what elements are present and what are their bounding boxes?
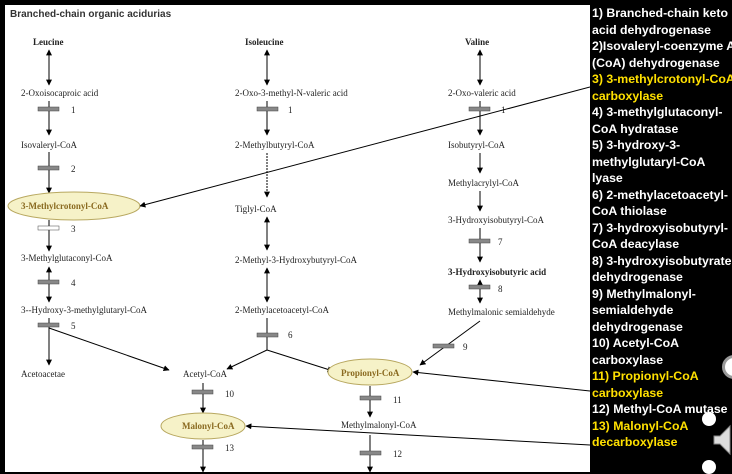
enzyme-list-line: carboxylase: [592, 385, 664, 400]
tiglyl-coa-label: Tiglyl-CoA: [235, 204, 277, 214]
step-2-number: 2: [71, 164, 76, 174]
enzyme-step-7-block: [468, 238, 491, 244]
isovaleryl-coa-label: Isovaleryl-CoA: [21, 140, 77, 150]
enzyme-list-line: methylglutaryl-CoA: [592, 154, 706, 169]
enzyme-list-line: 10) Acetyl-CoA: [592, 336, 680, 350]
pointer-arrow-3: [139, 86, 590, 208]
step-12-number: 12: [393, 449, 402, 459]
valine-pathway: Valine 2-Oxo-valeric acid 1 Isobutyryl-C…: [419, 37, 555, 366]
enzyme-step-1c-block: [468, 106, 491, 112]
step-9-number: 9: [463, 342, 468, 352]
leucine-label: Leucine: [33, 37, 64, 47]
methyl-hydroxybutyryl-coa-label: 2-Methyl-3-Hydroxybutyryl-CoA: [235, 255, 357, 265]
enzyme-list-line: dehydrogenase: [592, 270, 683, 284]
propionyl-coa-label: Propionyl-CoA: [341, 368, 400, 378]
enzyme-step-2-block: [37, 165, 60, 171]
enzyme-list-line: (CoA) dehydrogenase: [592, 55, 720, 70]
propionyl-coa-highlight: [327, 358, 413, 386]
enzyme-list-line: CoA deacylase: [592, 237, 680, 251]
pointer-arrow-13: [245, 423, 590, 446]
enzyme-list-line: 6) 2-methylacetoacetyl-: [592, 187, 729, 202]
enzyme-step-1-block: [37, 106, 60, 112]
step-1b-number: 1: [288, 105, 293, 115]
speaker-icon[interactable]: [712, 420, 732, 460]
enzyme-step-9-block: [432, 343, 455, 349]
acetoacetae-label: Acetoacetae: [21, 369, 65, 379]
isobutyryl-coa-label: Isobutyryl-CoA: [448, 140, 505, 150]
hydroxyisobutyryl-coa-label: 3-Hydroxyisobutyryl-CoA: [448, 215, 544, 225]
step-13-number: 13: [225, 443, 235, 453]
enzyme-list-panel: 1) Branched-chain keto acid dehydrogenase…: [592, 5, 732, 472]
malonyl-coa-highlight: [160, 412, 246, 440]
enzyme-list-line: acid dehydrogenase: [592, 22, 711, 37]
acetyl-coa-label: Acetyl-CoA: [183, 369, 227, 379]
step-7-number: 7: [498, 237, 503, 247]
enzyme-list-line: semialdehyde: [592, 303, 674, 317]
hydroxyisobutyric-acid-label: 3-Hydroxyisobutyric acid: [448, 267, 546, 277]
methylmalonyl-coa-label: Methylmalonyl-CoA: [341, 420, 417, 430]
step-6-number: 6: [288, 330, 293, 340]
enzyme-step-12-block: [359, 450, 382, 456]
hmg-coa-label: 3--Hydroxy-3-methylglutaryl-CoA: [21, 305, 147, 315]
control-dot-icon[interactable]: [702, 460, 716, 474]
enzyme-list-line: 1) Branched-chain keto: [592, 6, 728, 20]
enzyme-step-1b-block: [256, 106, 279, 112]
methylmalonic-semialdehyde-label: Methylmalonic semialdehyde: [448, 307, 555, 317]
enzyme-list-line: 2)Isovaleryl-coenzyme A: [592, 39, 732, 53]
oxo-valeric-label: 2-Oxo-valeric acid: [448, 88, 516, 98]
enzyme-step-8-block: [468, 284, 491, 290]
methylacetoacetyl-coa-label: 2-Methylacetoacetyl-CoA: [235, 305, 329, 315]
enzyme-list-line: carboxylase: [592, 88, 664, 103]
enzyme-list-line: CoA thiolase: [592, 204, 667, 218]
valine-label: Valine: [465, 37, 489, 47]
central-metabolism: Acetyl-CoA 10 Propionyl-CoA 11 Malonyl-C…: [160, 358, 417, 472]
enzyme-list-line: dehydrogenase: [592, 319, 683, 334]
enzyme-list-line: 13) Malonyl-CoA: [592, 418, 689, 433]
enzyme-step-5-block: [37, 322, 60, 328]
step-1-number: 1: [71, 105, 76, 115]
enzyme-step-11-block: [359, 395, 382, 401]
diagram-title: Branched-chain organic acidurias: [10, 9, 172, 20]
enzyme-list-line: decarboxylase: [592, 435, 678, 449]
step-8-number: 8: [498, 284, 503, 294]
methylglutaconyl-coa-label: 3-Methylglutaconyl-CoA: [21, 253, 113, 263]
step-11-number: 11: [393, 395, 402, 405]
oxo-methyl-valeric-label: 2-Oxo-3-methyl-N-valeric acid: [235, 88, 348, 98]
step-4-number: 4: [71, 278, 76, 288]
enzyme-list-line: 11) Propionyl-CoA: [592, 369, 699, 383]
enzyme-step-10-block: [191, 389, 214, 395]
step-10-number: 10: [225, 389, 235, 399]
methylacrylyl-coa-label: Methylacrylyl-CoA: [448, 178, 519, 188]
step-3-number: 3: [71, 224, 76, 234]
enzyme-list-line: 7) 3-hydroxyisobutyryl-: [592, 220, 728, 235]
enzyme-step-6-block: [256, 332, 279, 338]
control-dot-icon[interactable]: [702, 412, 716, 426]
leucine-pathway: Leucine 2-Oxoisocaproic acid 1 Isovalery…: [7, 37, 170, 379]
enzyme-list-line: 8) 3-hydroxyisobutyrate: [592, 253, 732, 268]
enzyme-list-line: 3) 3-methylcrotonyl-CoA: [592, 72, 732, 86]
malonyl-coa-label: Malonyl-CoA: [182, 421, 235, 431]
methylcrotonyl-coa-label: 3-Methylcrotonyl-CoA: [21, 201, 109, 211]
enzyme-step-4-block: [37, 279, 60, 285]
enzyme-list-line: 9) Methylmalonyl-: [592, 286, 696, 301]
enzyme-list-line: 12) Methyl-CoA mutase: [592, 402, 728, 416]
enzyme-list-line: carboxylase: [592, 352, 664, 367]
isoleucine-pathway: Isoleucine 2-Oxo-3-methyl-N-valeric acid…: [226, 37, 357, 373]
isoleucine-label: Isoleucine: [245, 37, 284, 47]
enzyme-list-line: CoA hydratase: [592, 121, 679, 136]
step-5-number: 5: [71, 321, 76, 331]
methylbutyryl-coa-label: 2-Methylbutyryl-CoA: [235, 140, 315, 150]
diagram-slide: Branched-chain organic acidurias Leucine…: [5, 5, 590, 472]
oxoisocaproic-label: 2-Oxoisocaproic acid: [21, 88, 99, 98]
metabolic-pathway-diagram: Branched-chain organic acidurias Leucine…: [7, 9, 590, 472]
enzyme-step-3-block: [37, 225, 60, 231]
enzyme-list-line: 5) 3-hydroxy-3-: [592, 138, 681, 152]
enzyme-list-line: lyase: [592, 171, 623, 185]
enzyme-step-13-block: [191, 444, 214, 450]
pointer-arrows: [139, 86, 590, 446]
pointer-arrow-11: [412, 369, 590, 392]
enzyme-list-line: 4) 3-methylglutaconyl-: [592, 105, 723, 119]
